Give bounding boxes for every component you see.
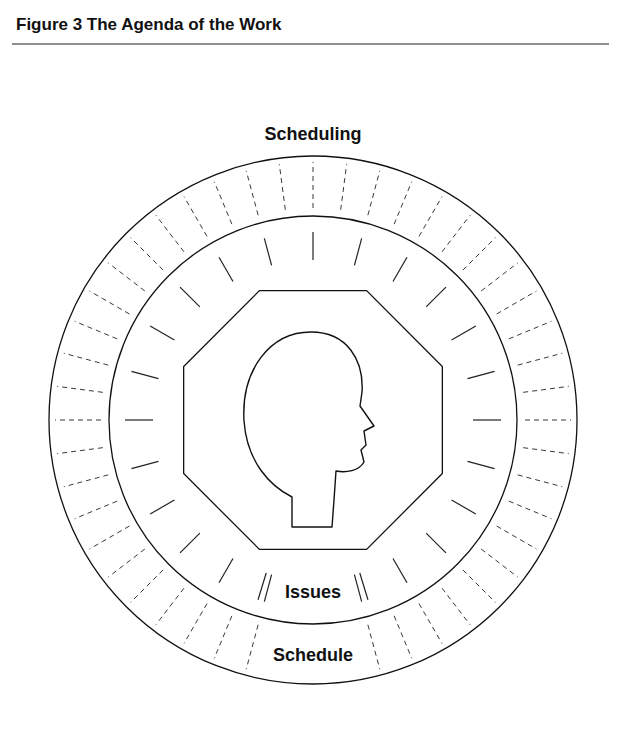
circle-outline xyxy=(48,155,578,685)
ring-label: Scheduling xyxy=(48,123,578,145)
tick-mark xyxy=(360,573,368,600)
tick-mark xyxy=(57,448,103,454)
tick-mark xyxy=(180,533,200,553)
tick-mark xyxy=(452,326,476,340)
octagon-frame xyxy=(184,291,443,550)
title-rule xyxy=(12,43,609,44)
ring-label: Schedule xyxy=(48,644,578,666)
tick-mark xyxy=(368,171,380,215)
tick-mark xyxy=(525,420,571,421)
tick-mark xyxy=(518,353,562,365)
outer-ring: SchedulingScheduleIssues xyxy=(48,155,578,685)
tick-mark xyxy=(442,215,470,251)
tick-mark xyxy=(75,501,117,519)
tick-mark xyxy=(419,604,442,644)
circle-line xyxy=(49,156,577,684)
ring-label: Issues xyxy=(108,581,518,603)
tick-mark xyxy=(497,291,537,314)
tick-marks xyxy=(55,162,571,669)
tick-mark xyxy=(394,182,412,224)
tick-mark xyxy=(354,575,361,602)
tick-mark xyxy=(90,526,130,549)
tick-mark xyxy=(368,625,380,669)
label-text: Scheduling xyxy=(261,124,364,144)
tick-mark xyxy=(184,197,207,237)
tick-mark xyxy=(219,257,233,281)
tick-mark xyxy=(108,263,144,291)
tick-mark xyxy=(468,371,495,378)
tick-mark xyxy=(463,238,496,271)
tick-mark xyxy=(156,215,184,251)
tick-mark xyxy=(509,321,551,339)
tick-mark xyxy=(523,448,569,454)
tick-mark xyxy=(264,575,271,602)
tick-mark xyxy=(463,570,496,603)
tick-mark xyxy=(393,257,407,281)
tick-mark xyxy=(214,616,232,658)
tick-mark xyxy=(258,573,266,600)
tick-mark xyxy=(452,500,476,514)
tick-mark xyxy=(313,162,314,208)
tick-mark xyxy=(184,604,207,644)
tick-mark xyxy=(156,588,184,624)
tick-mark xyxy=(497,526,537,549)
tick-mark xyxy=(214,182,232,224)
label-text: Issues xyxy=(282,582,344,602)
tick-mark xyxy=(481,263,517,291)
tick-mark xyxy=(57,386,103,392)
tick-mark xyxy=(64,475,108,487)
tick-mark xyxy=(473,419,501,420)
tick-mark xyxy=(131,461,158,468)
tick-mark xyxy=(131,238,164,271)
label-text: Schedule xyxy=(270,645,356,665)
circle-outline xyxy=(108,215,518,625)
inner-ring: Issues xyxy=(108,215,518,625)
tick-mark xyxy=(125,419,153,420)
tick-mark xyxy=(393,559,407,583)
tick-mark xyxy=(341,164,347,210)
tick-mark xyxy=(312,232,313,260)
tick-mark xyxy=(75,321,117,339)
tick-mark xyxy=(246,625,258,669)
head-silhouette xyxy=(244,332,374,527)
tick-mark xyxy=(90,291,130,314)
tick-mark xyxy=(131,371,158,378)
tick-mark xyxy=(279,164,285,210)
tick-mark xyxy=(264,238,271,265)
tick-mark xyxy=(131,570,164,603)
tick-mark xyxy=(468,461,495,468)
tick-mark xyxy=(108,549,144,577)
tick-mark xyxy=(442,588,470,624)
tick-mark xyxy=(64,353,108,365)
tick-mark xyxy=(419,197,442,237)
tick-mark xyxy=(426,287,446,307)
tick-mark xyxy=(219,559,233,583)
tick-mark xyxy=(246,171,258,215)
tick-mark xyxy=(55,420,101,421)
figure-title: Figure 3 The Agenda of the Work xyxy=(16,14,281,36)
tick-mark xyxy=(426,533,446,553)
tick-mark xyxy=(150,500,174,514)
tick-mark xyxy=(150,326,174,340)
tick-mark xyxy=(509,501,551,519)
tick-mark xyxy=(518,475,562,487)
tick-mark xyxy=(394,616,412,658)
circle-line xyxy=(109,216,517,624)
tick-mark xyxy=(523,386,569,392)
tick-mark xyxy=(481,549,517,577)
tick-mark xyxy=(354,238,361,265)
tick-mark xyxy=(180,287,200,307)
